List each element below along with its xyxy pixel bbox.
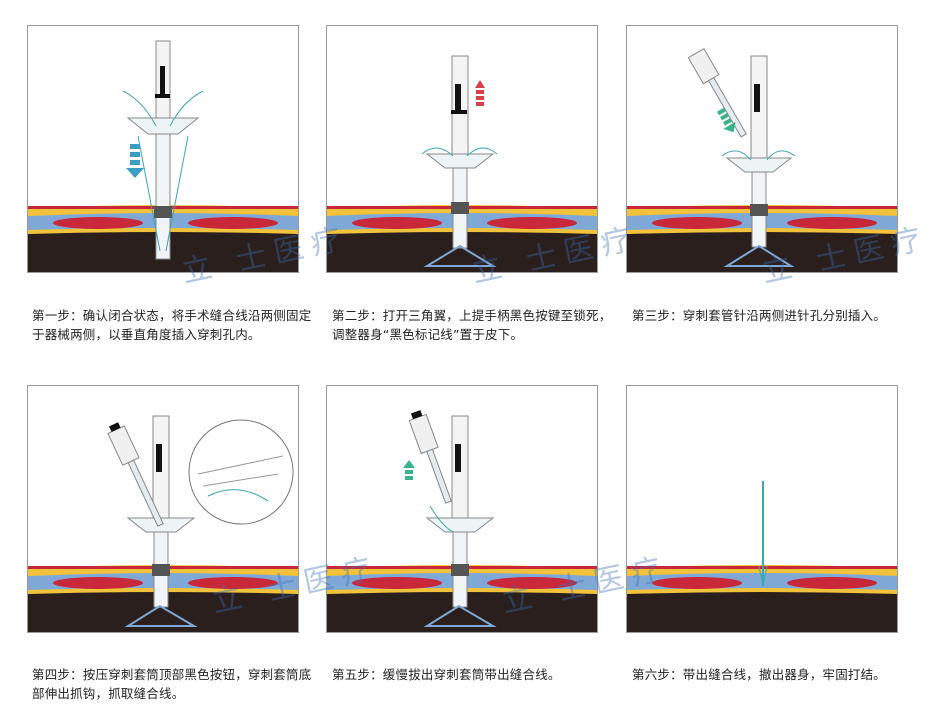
step-4-panel	[27, 385, 299, 633]
step-4-caption: 第四步：按压穿刺套筒顶部黑色按钮，穿刺套筒底部伸出抓钩，抓取缝合线。	[32, 667, 312, 701]
step-6-panel	[626, 385, 898, 633]
step-5-panel	[326, 385, 598, 633]
step-3-caption: 第三步：穿刺套管针沿两侧进针孔分别插入。	[632, 308, 887, 323]
step-1-panel	[27, 25, 299, 273]
step-3-panel	[626, 25, 898, 273]
step-6-caption: 第六步：带出缝合线，撤出器身，牢固打结。	[632, 667, 887, 682]
step-3-illustration	[627, 48, 897, 272]
step-5-illustration	[327, 410, 597, 632]
step-2-illustration	[327, 55, 597, 272]
step-1-illustration	[28, 40, 298, 272]
step-6-illustration	[627, 481, 897, 632]
step-5-caption: 第五步：缓慢拔出穿刺套筒带出缝合线。	[332, 667, 561, 682]
step-2-panel	[326, 25, 598, 273]
step-1-caption: 第一步：确认闭合状态，将手术缝合线沿两侧固定于器械两侧，以垂直角度插入穿刺孔内。	[32, 308, 312, 342]
step-4-illustration	[28, 415, 298, 632]
step-2-caption: 第二步：打开三角翼，上提手柄黑色按键至锁死，调整器身“黑色标记线”置于皮下。	[332, 308, 612, 342]
